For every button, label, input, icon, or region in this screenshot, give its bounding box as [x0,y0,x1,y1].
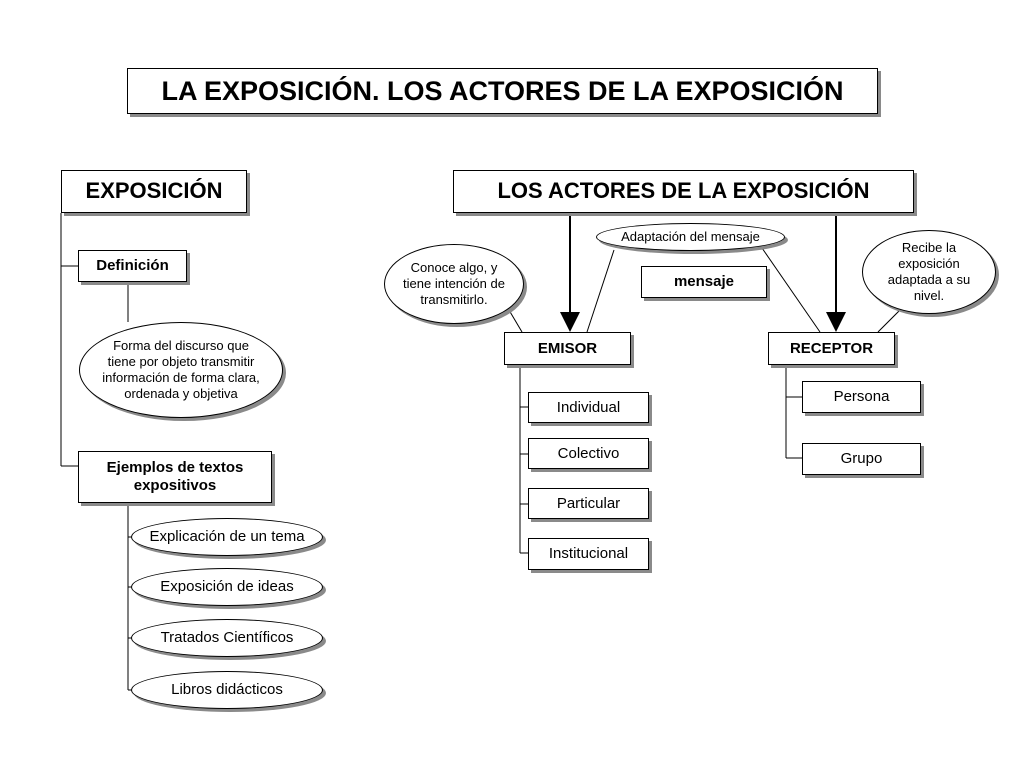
emisor-type: Colectivo [528,438,649,469]
definicion-box: Definición [78,250,187,282]
ejemplos-box: Ejemplos de textos expositivos [78,451,272,503]
main-title: LA EXPOSICIÓN. LOS ACTORES DE LA EXPOSIC… [127,68,878,114]
mensaje-box: mensaje [641,266,767,298]
receptor-type: Grupo [802,443,921,475]
ejemplo-item: Libros didácticos [131,671,323,709]
ejemplo-item: Tratados Científicos [131,619,323,657]
ejemplo-item: Explicación de un tema [131,518,323,556]
recibe-ellipse: Recibe la exposición adaptada a su nivel… [862,230,996,314]
actores-header: LOS ACTORES DE LA EXPOSICIÓN [453,170,914,213]
adaptacion-ellipse: Adaptación del mensaje [596,223,785,251]
emisor-type: Institucional [528,538,649,570]
emisor-type: Particular [528,488,649,519]
emisor-box: EMISOR [504,332,631,365]
conoce-ellipse: Conoce algo, y tiene intención de transm… [384,244,524,324]
receptor-box: RECEPTOR [768,332,895,365]
exposicion-header: EXPOSICIÓN [61,170,247,213]
ejemplo-item: Exposición de ideas [131,568,323,606]
receptor-type: Persona [802,381,921,413]
definicion-text: Forma del discurso que tiene por objeto … [79,322,283,418]
emisor-type: Individual [528,392,649,423]
